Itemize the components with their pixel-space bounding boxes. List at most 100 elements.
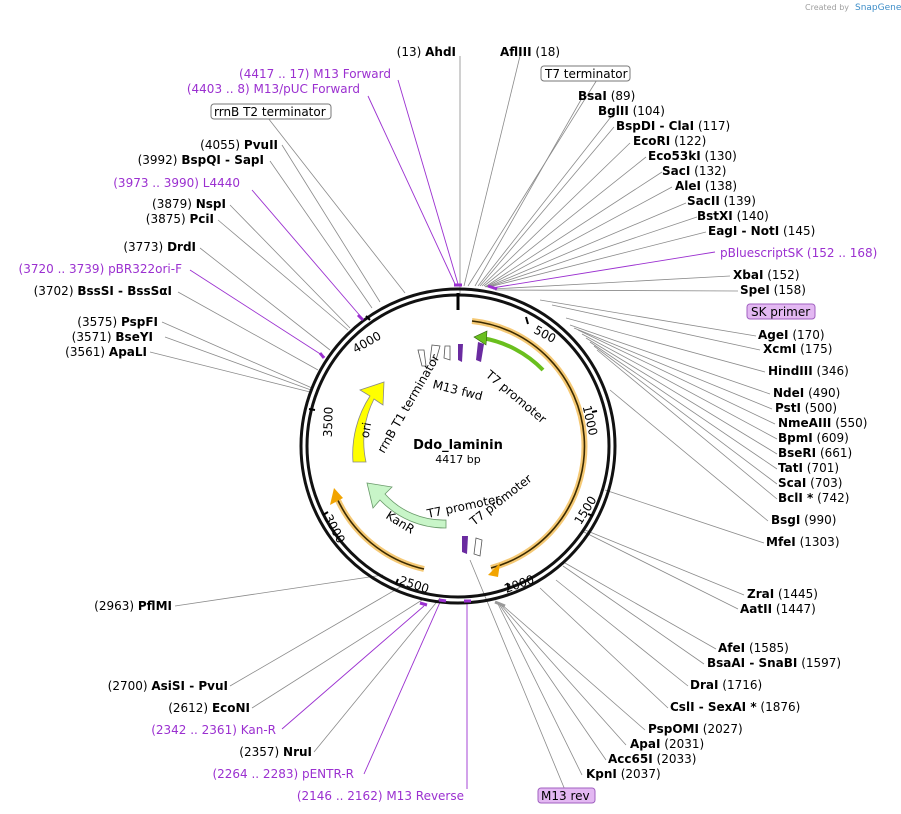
site-label: (3702) BssSI - BssSαI [34,284,172,298]
site-name: PflMI [138,599,172,613]
site-name: PspFI [121,315,158,329]
primer-marks [318,283,498,607]
backbone-outer [299,287,617,605]
site-position: (490) [808,386,840,400]
ori-label: ori [358,421,374,439]
site-position: (701) [807,461,839,475]
site-label: XbaI (152) [733,268,800,282]
site-name: Eco53kI [648,149,701,163]
site-label: NdeI (490) [773,386,840,400]
site-label: SacI (132) [662,164,726,178]
created-by-credit: Created by [805,3,849,12]
site-position: (2963) [94,599,134,613]
site-label: EagI - NotI (145) [708,224,815,238]
site-label: (3992) BspQI - SapI [138,153,264,167]
site-label: AfeI (1585) [718,641,789,655]
site-label: AgeI (170) [758,328,825,342]
site-position: (1445) [778,587,818,601]
tick-4000: 4000 [350,329,383,356]
site-position: (1447) [776,602,816,616]
primer-label: (3973 .. 3990) L4440 [113,176,240,190]
top-purple-glyph-1 [458,344,463,362]
primer-position: (3720 .. 3739) [19,262,109,276]
site-label: AatII (1447) [740,602,816,616]
primer-label: (4403 .. 8) M13/pUC Forward [187,82,360,96]
site-name: NdeI [773,386,804,400]
site-label: ScaI (703) [778,476,842,490]
site-position: (609) [817,431,849,445]
site-name: XcmI [763,342,796,356]
primer-name: M13 Forward [313,67,391,81]
site-position: (3571) [72,330,112,344]
site-position: (175) [800,342,832,356]
site-position: (122) [674,134,706,148]
orf-arc-right [471,320,586,569]
site-label: BsaAI - SnaBI (1597) [707,656,841,670]
primer-leaders [189,79,716,789]
primer-label: (2264 .. 2283) pENTR-R [212,767,354,781]
orf-arc-left [335,495,425,570]
plasmid-name: Ddo_laminin [413,438,503,453]
site-label: NmeAIII (550) [778,416,867,430]
site-position: (2037) [621,767,661,781]
primer-name: pENTR-R [302,767,354,781]
site-position: (158) [774,283,806,297]
site-name: BclI * [778,491,814,505]
site-position: (3561) [65,345,105,359]
site-name: EcoRI [633,134,670,148]
site-label: AleI (138) [675,179,737,193]
site-name: TatI [778,461,803,475]
sk-primer-label: SK primer [751,305,810,319]
site-name: MfeI [766,535,796,549]
bottom-feature-glyphs [473,537,483,557]
site-label: (2700) AsiSI - PvuI [108,679,228,693]
rrnb-t2-terminator-label: rrnB T2 terminator [214,105,326,119]
ruler-tick-marks [308,315,598,590]
site-label: (2612) EcoNI [168,701,250,715]
site-label: PspOMI (2027) [648,722,743,736]
site-name: DraI [690,678,718,692]
site-label: (13) AhdI [397,45,456,59]
site-name: EagI - NotI [708,224,779,238]
m13-rev-label: M13 rev [541,789,590,803]
primer-label: pBluescriptSK (152 .. 168) [720,246,877,260]
site-label: BstXI (140) [697,209,769,223]
primer-label: (2146 .. 2162) M13 Reverse [297,789,464,803]
site-label: BseRI (661) [778,446,852,460]
site-position: (1876) [760,700,800,714]
primer-position: (2264 .. 2283) [212,767,302,781]
site-name: BglII [598,104,629,118]
site-label: (3879) NspI [152,197,226,211]
site-name: BsaAI - SnaBI [707,656,797,670]
site-position: (990) [804,513,836,527]
orf-arrowhead-right [488,563,500,577]
site-name: BspDI - ClaI [616,119,694,133]
site-label: BsaI (89) [578,89,635,103]
primer-position: (4403 .. 8) [187,82,254,96]
primer-name: M13/pUC Forward [253,82,360,96]
site-label: Eco53kI (130) [648,149,737,163]
site-position: (1303) [800,535,840,549]
site-position: (3702) [34,284,74,298]
site-name: Acc65I [608,752,653,766]
site-label: DraI (1716) [690,678,762,692]
site-name: AflIII [500,45,532,59]
site-position: (2031) [664,737,704,751]
plasmid-length: 4417 bp [435,453,480,466]
site-position: (2700) [108,679,148,693]
site-label: KpnI (2037) [586,767,661,781]
primer-position: (2342 .. 2361) [151,723,241,737]
primer-name: Kan-R [241,723,276,737]
orf-arrowhead-left [330,488,343,505]
site-label: (3571) BseYI [72,330,153,344]
snapgene-logo: SnapGene [855,3,901,13]
site-position: (1585) [749,641,789,655]
top-purple-glyph-2 [476,342,484,362]
site-label: HindIII (346) [768,364,849,378]
primer-position: (4417 .. 17) [239,67,313,81]
site-label: BpmI (609) [778,431,849,445]
site-name: BsgI [771,513,800,527]
site-position: (3773) [123,240,163,254]
site-position: (145) [783,224,815,238]
